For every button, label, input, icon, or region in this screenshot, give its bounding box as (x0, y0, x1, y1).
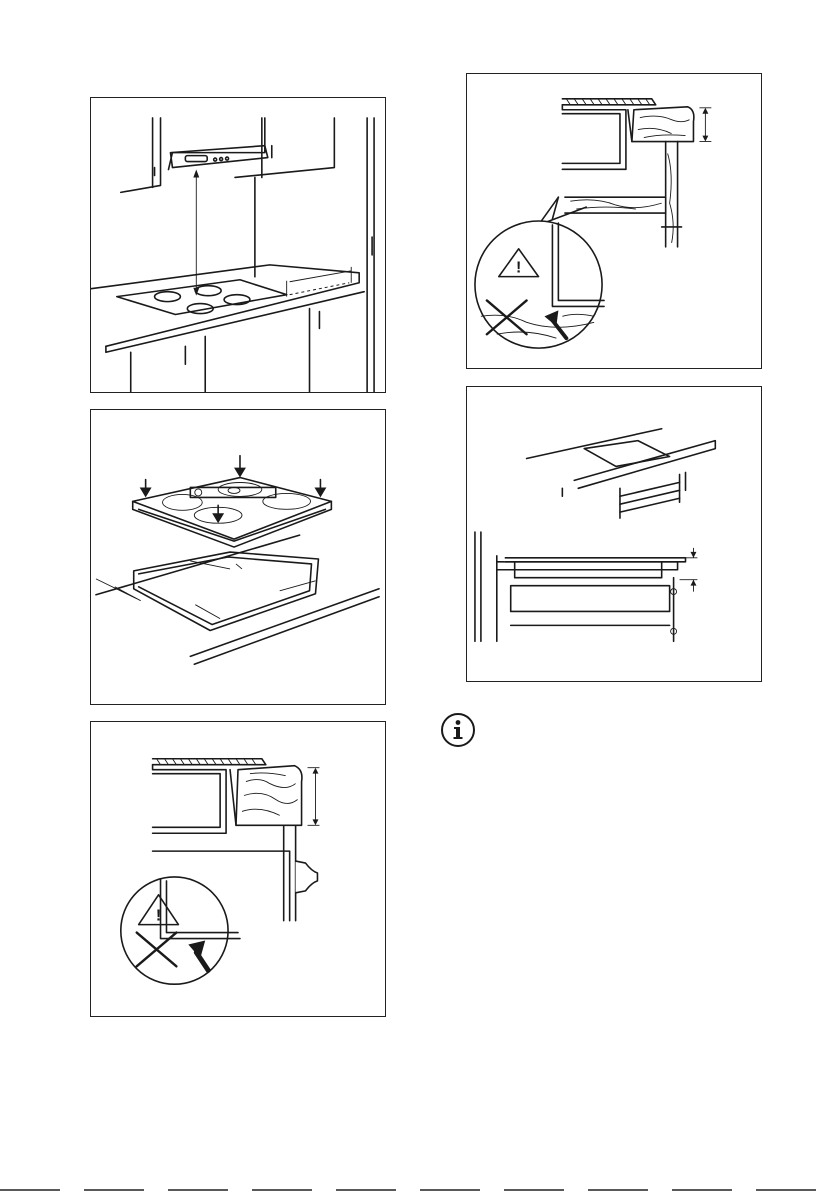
hob-seal-illustration (91, 410, 385, 704)
worktop-edge-illustration: ! (91, 722, 385, 1016)
worktop-shelf-illustration: ! (467, 74, 761, 368)
figure-worktop-edge-no-gap: ! (90, 721, 386, 1017)
svg-text:!: ! (516, 260, 521, 277)
footer-rule (0, 1188, 840, 1192)
figure-hob-seal-installation (90, 409, 386, 705)
figure-worktop-edge-with-shelf: ! (466, 73, 762, 369)
hood-hob-illustration (91, 98, 385, 392)
hob-oven-illustration (467, 387, 761, 681)
svg-text:!: ! (156, 908, 161, 925)
info-icon (440, 712, 476, 748)
figure-hood-distance (90, 97, 386, 393)
figure-hob-above-oven (466, 386, 762, 682)
